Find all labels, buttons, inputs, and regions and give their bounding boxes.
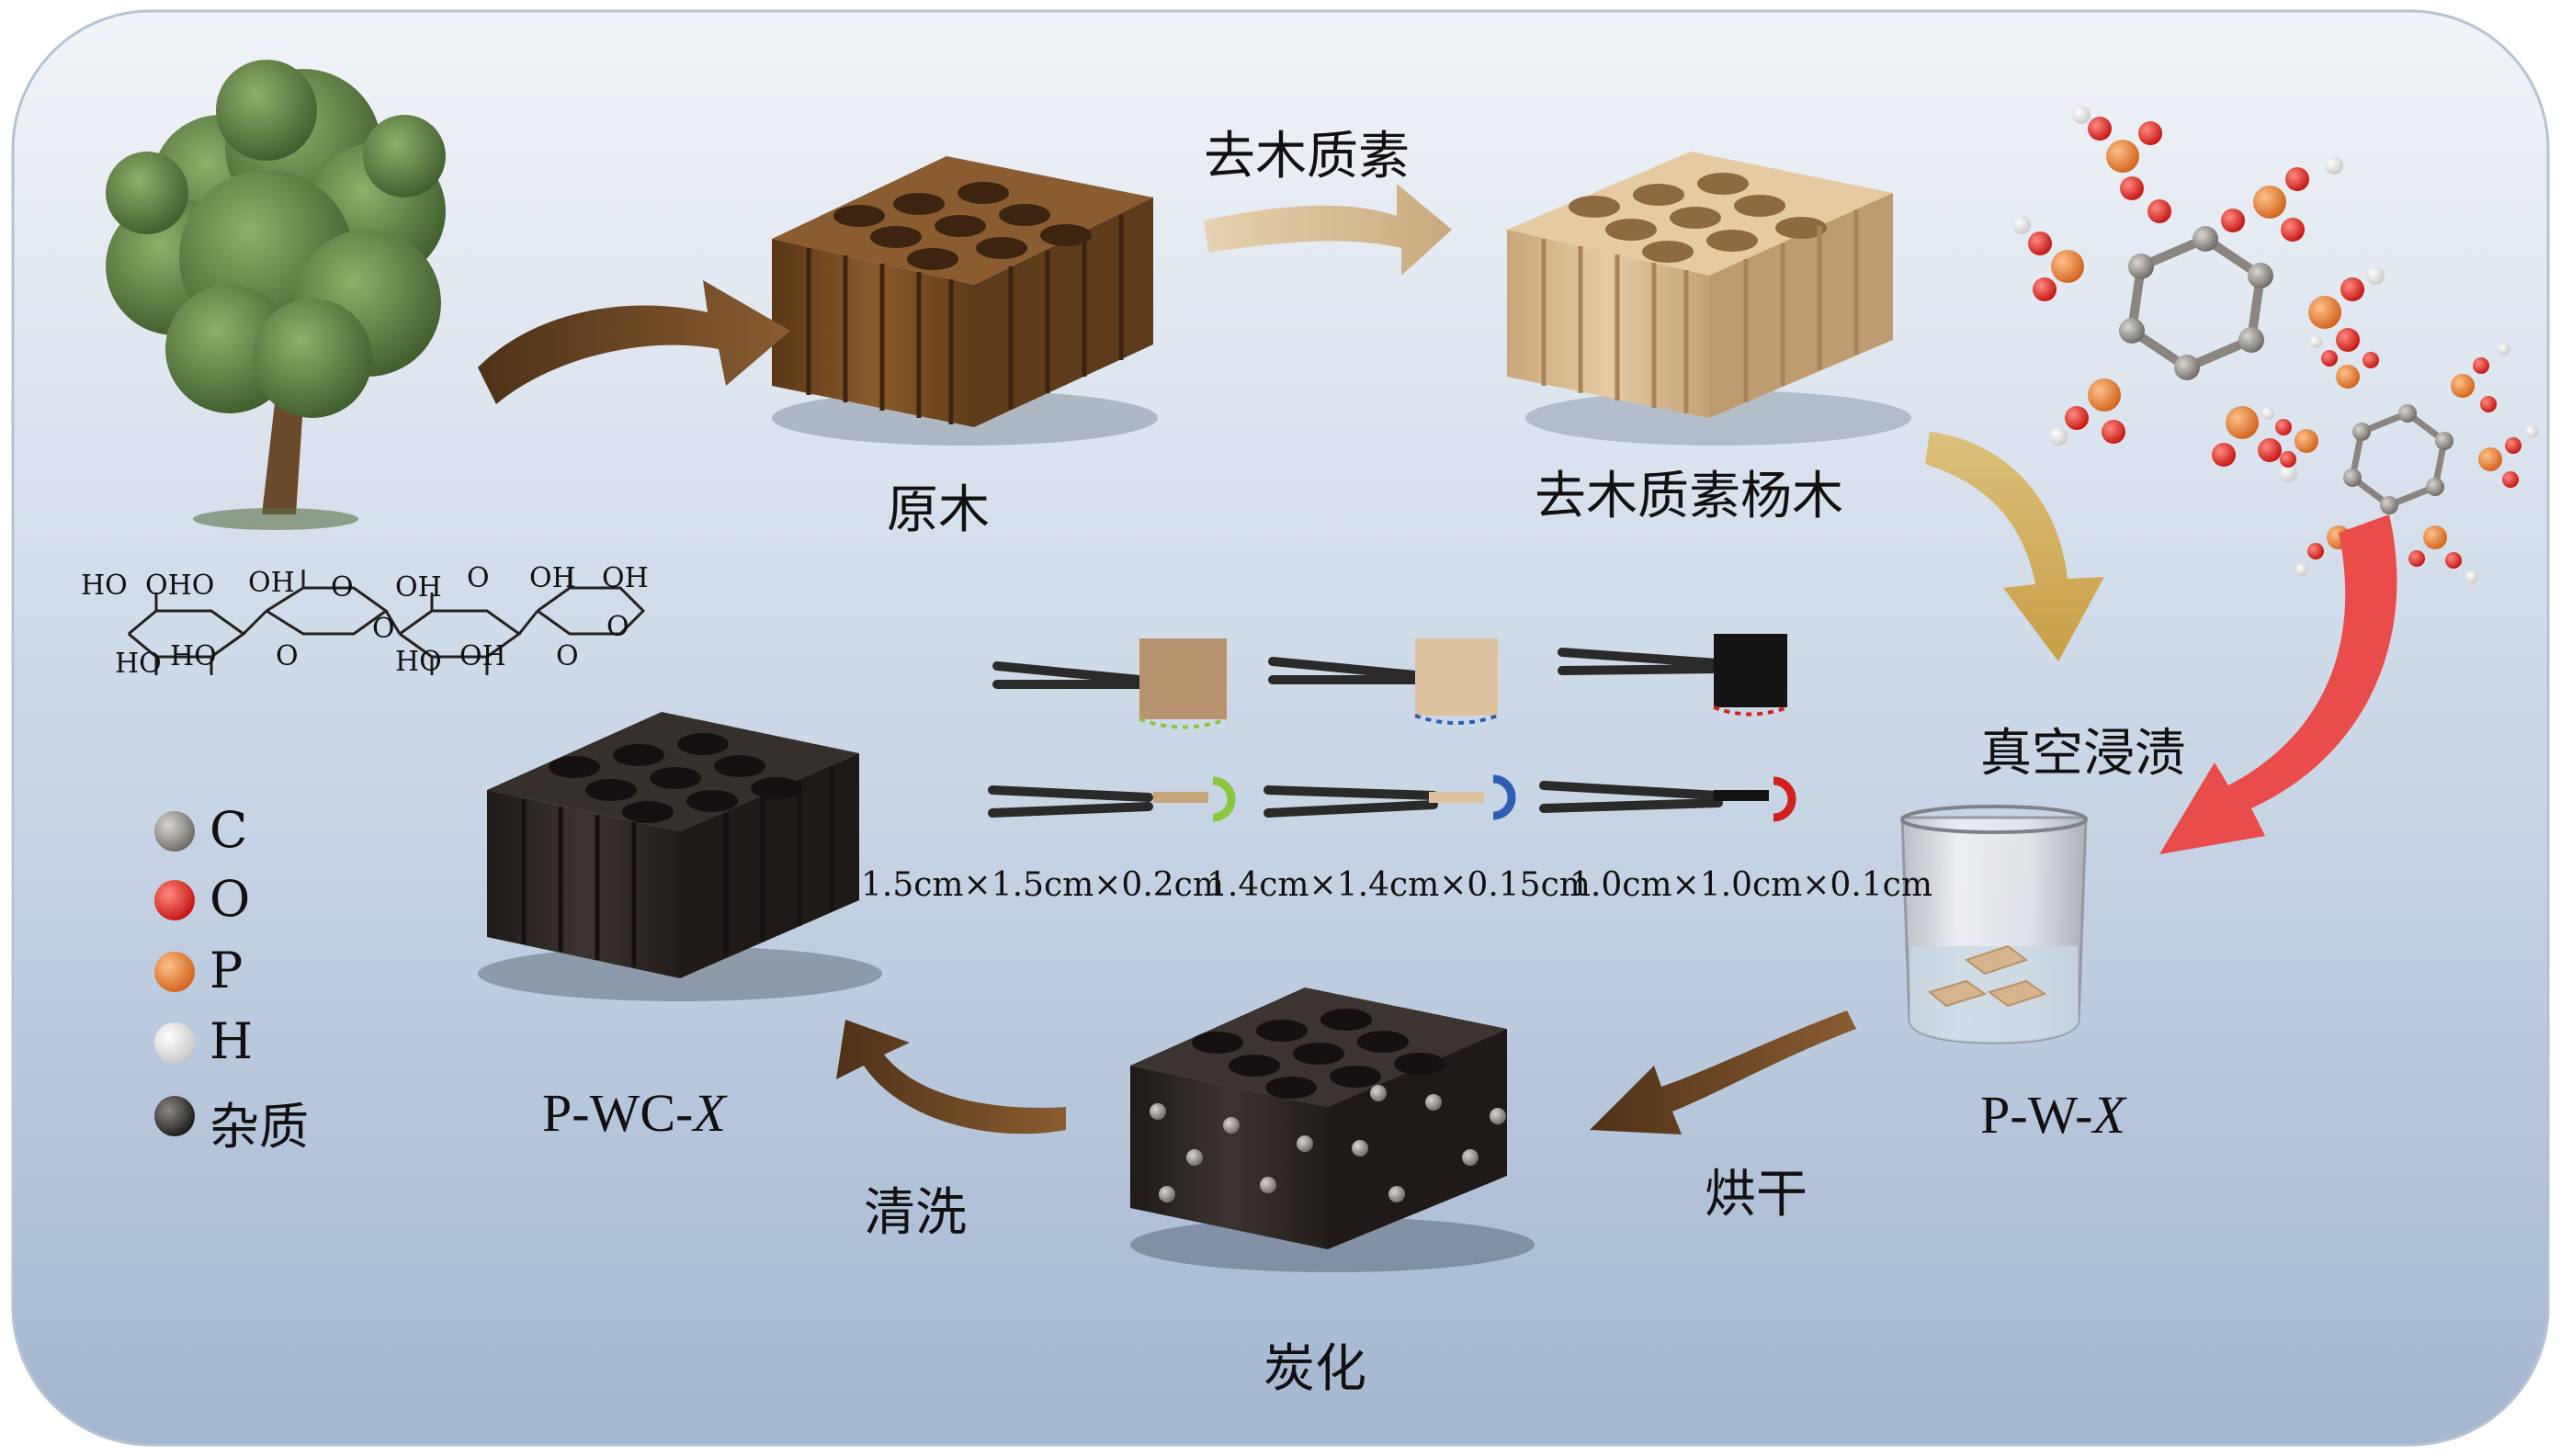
legend-label-p: P <box>210 942 243 999</box>
label-vacuum-impregnation: 真空浸渍 <box>1980 712 2186 786</box>
label-washing: 清洗 <box>864 1171 967 1246</box>
legend-label-h: H <box>210 1012 253 1070</box>
legend-impurity-icon <box>154 1096 195 1136</box>
legend-h-icon <box>154 1022 195 1063</box>
label-delignify-process: 去木质素 <box>1204 115 1410 189</box>
cellulose-label: OH <box>395 571 442 604</box>
cellulose-label: OH <box>529 562 576 594</box>
cellulose-label: O <box>606 611 629 643</box>
label-delignified-wood: 去木质素杨木 <box>1535 455 1843 529</box>
cellulose-label: HO <box>115 648 162 680</box>
label-sample-dims-1: 1.5cm×1.5cm×0.2cm <box>861 866 1224 904</box>
label-raw-wood: 原木 <box>887 468 990 543</box>
label-pwc-x: P-WC-X <box>542 1082 726 1144</box>
label-carbonized: 炭化 <box>1264 1327 1366 1402</box>
cellulose-label: OH <box>602 562 649 594</box>
beaker <box>1902 807 2086 1043</box>
cellulose-label: OHO <box>145 570 214 602</box>
legend-p-icon <box>154 952 195 992</box>
cellulose-label: O <box>467 562 490 594</box>
legend-c-icon <box>154 811 195 852</box>
cellulose-label: HO <box>81 570 128 602</box>
cellulose-label: OH <box>459 640 506 672</box>
cellulose-label: O <box>556 640 579 672</box>
legend-label-c: C <box>210 801 247 859</box>
cellulose-label: HO <box>395 646 442 678</box>
legend-label-impurity: 杂质 <box>210 1086 309 1158</box>
label-pw-x: P-W-X <box>1980 1084 2125 1146</box>
label-drying: 烘干 <box>1705 1153 1807 1227</box>
label-sample-dims-2: 1.4cm×1.4cm×0.15cm <box>1207 866 1591 904</box>
cellulose-label: O <box>372 613 395 645</box>
legend-label-o: O <box>210 870 250 928</box>
legend-o-icon <box>154 880 195 920</box>
cellulose-label: O <box>331 571 354 604</box>
cellulose-label: HO <box>170 640 217 672</box>
cellulose-label: OH <box>248 567 295 599</box>
label-sample-dims-3: 1.0cm×1.0cm×0.1cm <box>1569 866 1932 904</box>
cellulose-label: O <box>276 640 299 672</box>
